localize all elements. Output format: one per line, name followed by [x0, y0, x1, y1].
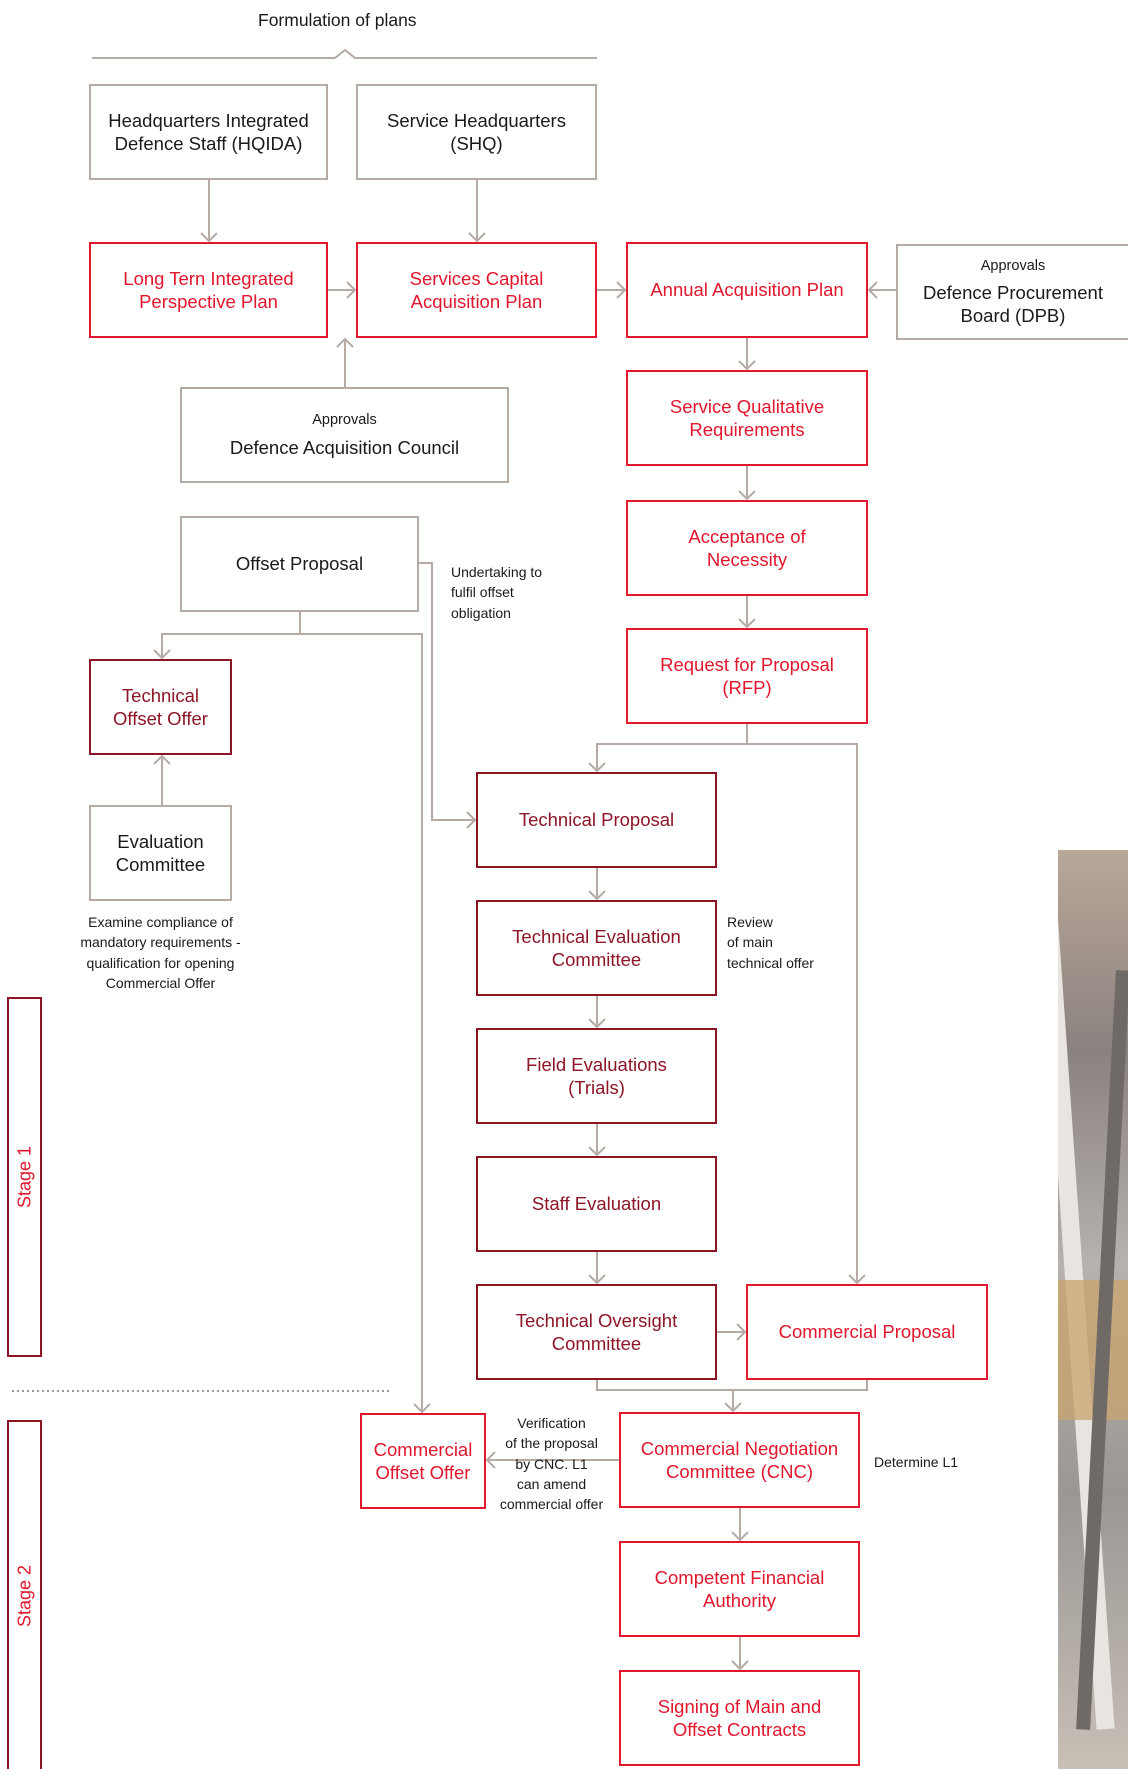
cfa-box: Competent Financial Authority	[619, 1541, 860, 1637]
arrow-field-to-staff-head	[588, 1146, 606, 1157]
hqida-label: Headquarters Integrated Defence Staff (H…	[108, 109, 309, 154]
technical-proposal-label: Technical Proposal	[518, 809, 675, 831]
technical-offset-label: Technical Offset Offer	[113, 684, 208, 729]
arrow-aon-to-rfp-head	[738, 618, 756, 629]
dpb-label: Defence Procurement Board (DPB)	[923, 281, 1103, 327]
toc-label: Technical Oversight Committee	[515, 1309, 678, 1354]
arrow-dpb-to-aap-head	[867, 281, 878, 299]
stage-2-label: Stage 2	[14, 1564, 34, 1627]
arrow-offset-to-technical-offset	[161, 612, 301, 658]
arrow-offset-to-commercial-offset-head	[413, 1403, 431, 1414]
technical-proposal-box: Technical Proposal	[476, 772, 717, 868]
arrow-offset-to-technical-proposal-head	[466, 811, 477, 829]
dpb-approvals-label: Approvals	[980, 257, 1046, 274]
arrow-shq-to-scap-head	[468, 232, 486, 243]
ltipp-box: Long Tern Integrated Perspective Plan	[89, 242, 328, 338]
hqida-box: Headquarters Integrated Defence Staff (H…	[89, 84, 328, 180]
title-bracket	[92, 48, 597, 59]
sqr-box: Service Qualitative Requirements	[626, 370, 868, 466]
merge-toc-commercial	[596, 1380, 868, 1391]
arrow-rfp-to-technical-proposal	[596, 743, 747, 771]
arrow-technical-to-tec-head	[588, 890, 606, 901]
arrow-staff-to-toc-head	[588, 1274, 606, 1285]
scap-label: Services Capital Acquisition Plan	[409, 267, 544, 312]
sqr-label: Service Qualitative Requirements	[669, 395, 825, 440]
commercial-offset-label: Commercial Offset Offer	[373, 1438, 473, 1483]
aap-box: Annual Acquisition Plan	[626, 242, 868, 338]
aap-label: Annual Acquisition Plan	[650, 279, 844, 301]
dpb-box: Approvals Defence Procurement Board (DPB…	[896, 244, 1128, 340]
toc-box: Technical Oversight Committee	[476, 1284, 717, 1380]
arrow-evaluation-to-technical-offset-head	[153, 754, 171, 765]
offset-proposal-box: Offset Proposal	[180, 516, 419, 612]
determine-note: Determine L1	[874, 1454, 959, 1470]
page-title: Formulation of plans	[258, 10, 417, 30]
arrow-cfa-to-signing-head	[731, 1660, 749, 1671]
arrow-offset-to-commercial-offset	[300, 633, 423, 1412]
tec-box: Technical Evaluation Committee	[476, 900, 717, 996]
commercial-proposal-label: Commercial Proposal	[778, 1321, 956, 1343]
cfa-label: Competent Financial Authority	[654, 1566, 825, 1611]
cnc-box: Commercial Negotiation Committee (CNC)	[619, 1412, 860, 1508]
arrow-aap-to-sqr-head	[738, 360, 756, 371]
dac-approvals-label: Approvals	[312, 412, 377, 429]
aon-box: Acceptance of Necessity	[626, 500, 868, 596]
arrow-cnc-to-cfa-head	[731, 1531, 749, 1542]
arrow-tec-to-field-head	[588, 1018, 606, 1029]
offset-proposal-label: Offset Proposal	[235, 553, 364, 575]
arrow-ltipp-to-scap-head	[346, 281, 357, 299]
arrow-scap-to-aap-head	[616, 281, 627, 299]
arrow-dac-to-scap-head	[336, 337, 354, 348]
rfp-label: Request for Proposal (RFP)	[660, 653, 834, 698]
scap-box: Services Capital Acquisition Plan	[356, 242, 597, 338]
commercial-proposal-box: Commercial Proposal	[746, 1284, 988, 1380]
arrow-offset-to-technical-offset-head	[153, 649, 171, 660]
technical-offset-box: Technical Offset Offer	[89, 659, 232, 755]
dac-label: Defence Acquisition Council	[229, 436, 460, 458]
construction-photo	[1058, 850, 1128, 1769]
field-evaluations-label: Field Evaluations (Trials)	[526, 1053, 667, 1098]
staff-evaluation-label: Staff Evaluation	[531, 1193, 662, 1215]
field-evaluations-box: Field Evaluations (Trials)	[476, 1028, 717, 1124]
stage-2-marker: Stage 2	[7, 1420, 42, 1769]
arrow-toc-to-commercial-proposal-head	[736, 1323, 747, 1341]
verification-note: Verification of the proposal by CNC. L1 …	[499, 1415, 604, 1513]
stage-1-marker: Stage 1	[7, 997, 42, 1357]
arrow-offset-to-technical-proposal	[419, 562, 475, 821]
staff-evaluation-box: Staff Evaluation	[476, 1156, 717, 1252]
ltipp-label: Long Tern Integrated Perspective Plan	[123, 267, 294, 312]
undertaking-note: Undertaking to fulfil offset obligation	[451, 564, 543, 621]
arrow-cnc-to-commercial-offset-head	[485, 1451, 496, 1469]
shq-label: Service Headquarters (SHQ)	[387, 109, 566, 154]
tec-label: Technical Evaluation Committee	[512, 925, 681, 970]
rfp-box: Request for Proposal (RFP)	[626, 628, 868, 724]
shq-box: Service Headquarters (SHQ)	[356, 84, 597, 180]
commercial-offset-box: Commercial Offset Offer	[360, 1413, 486, 1509]
cnc-label: Commercial Negotiation Committee (CNC)	[640, 1437, 839, 1482]
arrow-rfp-to-technical-proposal-head	[588, 762, 606, 773]
arrow-rfp-to-commercial-proposal-head	[848, 1274, 866, 1285]
arrow-merge-to-cnc-head	[724, 1402, 742, 1413]
evaluation-committee-box: Evaluation Committee	[89, 805, 232, 901]
aon-label: Acceptance of Necessity	[688, 525, 806, 570]
signing-label: Signing of Main and Offset Contracts	[657, 1695, 822, 1740]
arrow-rfp-to-commercial-proposal	[747, 743, 858, 1283]
arrow-sqr-to-aon-head	[738, 490, 756, 501]
review-note: Review of main technical offer	[727, 914, 814, 971]
examine-note: Examine compliance of mandatory requirem…	[80, 914, 241, 991]
dac-box: Approvals Defence Acquisition Council	[180, 387, 509, 483]
stage-1-label: Stage 1	[14, 1145, 34, 1209]
evaluation-committee-label: Evaluation Committee	[115, 830, 206, 875]
arrow-hqida-to-ltipp-head	[200, 232, 218, 243]
signing-box: Signing of Main and Offset Contracts	[619, 1670, 860, 1766]
